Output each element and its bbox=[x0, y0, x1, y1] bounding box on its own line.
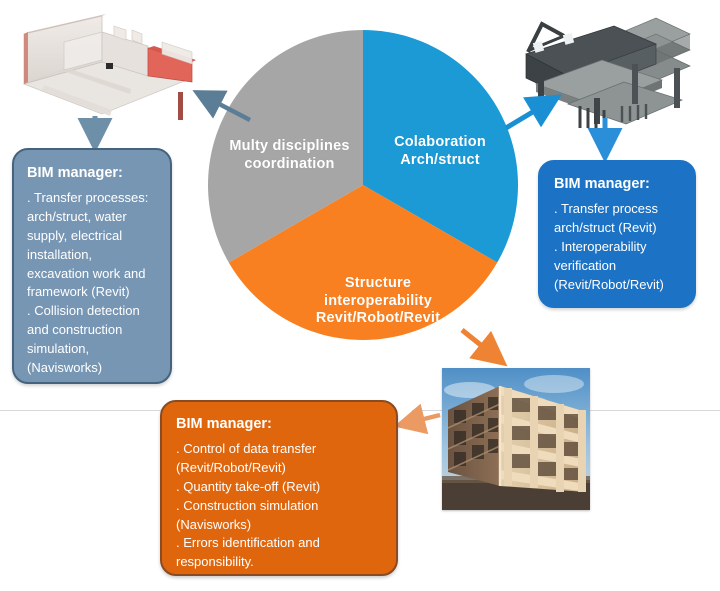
bottom-box-line: (Navisworks) bbox=[176, 516, 252, 532]
pie-chart: Multy disciplines coordination Colaborat… bbox=[208, 30, 518, 340]
left-box-line: installation, bbox=[27, 246, 93, 262]
bottom-box-line: . Errors identification and bbox=[176, 535, 320, 551]
left-box-line: supply, electrical bbox=[27, 227, 123, 243]
pie-label-multy-disciplines: Multy disciplines coordination bbox=[229, 138, 350, 172]
pie-label-structure-interoperability: Structure interoperability Revit/Robot/R… bbox=[315, 275, 441, 327]
left-box-heading: BIM manager: bbox=[27, 165, 123, 181]
callout-box-right-bim-manager: BIM manager: . Transfer process arch/str… bbox=[538, 160, 696, 308]
pie-slice-collaboration bbox=[363, 30, 518, 263]
pie-slice-multy-disciplines bbox=[208, 30, 363, 263]
construction-site-photo-thumbnail bbox=[442, 368, 590, 510]
left-box-line: arch/struct, water bbox=[27, 208, 127, 224]
left-box-line: . Collision detection bbox=[27, 303, 140, 319]
bottom-box-line: . Control of data transfer bbox=[176, 441, 317, 457]
pie-slice-structure-interoperability bbox=[228, 185, 498, 340]
architectural-model-thumbnail bbox=[6, 6, 202, 126]
bottom-box-heading: BIM manager: bbox=[176, 416, 272, 432]
structural-frame-model-thumbnail bbox=[506, 6, 702, 128]
left-box-line: (Navisworks) bbox=[27, 359, 103, 375]
bottom-box-line: . Construction simulation bbox=[176, 497, 319, 513]
left-box-line: simulation, bbox=[27, 340, 90, 356]
right-box-line: (Revit/Robot/Revit) bbox=[554, 276, 664, 292]
callout-box-bottom-bim-manager: BIM manager: . Control of data transfer … bbox=[160, 400, 398, 576]
bottom-box-line: . Quantity take-off (Revit) bbox=[176, 478, 321, 494]
bottom-box-line: responsibility. bbox=[176, 554, 254, 570]
right-box-heading: BIM manager: bbox=[554, 176, 650, 192]
right-box-line: . Interoperability bbox=[554, 238, 647, 254]
left-box-line: and construction bbox=[27, 322, 123, 338]
left-box-line: . Transfer processes: bbox=[27, 190, 149, 206]
arrow-photo-to-bottom-box bbox=[393, 403, 441, 435]
left-box-line: excavation work and bbox=[27, 265, 146, 281]
right-box-line: verification bbox=[554, 257, 617, 273]
divider-line-left bbox=[0, 410, 196, 411]
bottom-box-line: (Revit/Robot/Revit) bbox=[176, 459, 286, 475]
right-box-line: . Transfer process bbox=[554, 201, 659, 217]
right-box-line: arch/struct (Revit) bbox=[554, 219, 657, 235]
callout-box-left-bim-manager: BIM manager: . Transfer processes: arch/… bbox=[12, 148, 172, 384]
pie-label-collaboration: Colaboration Arch/struct bbox=[394, 134, 486, 168]
left-box-line: framework (Revit) bbox=[27, 284, 130, 300]
